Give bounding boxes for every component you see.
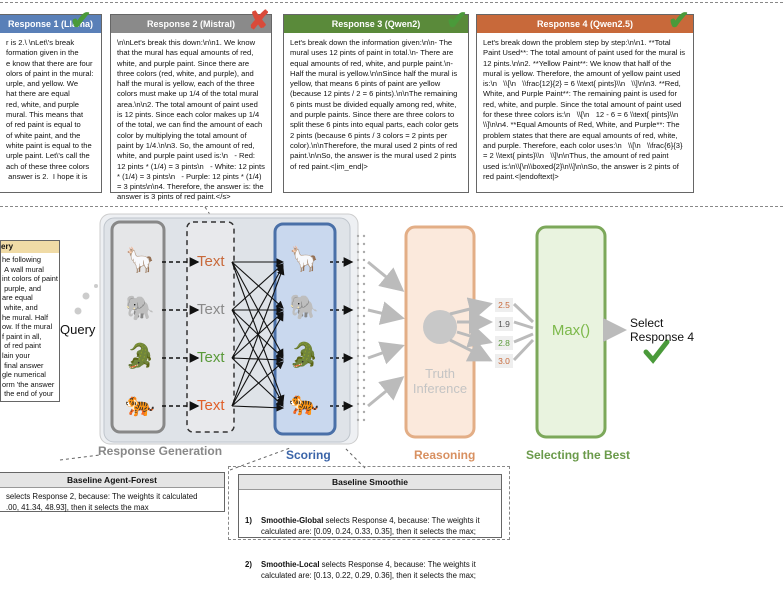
tiger-icon: 🐅 — [289, 390, 319, 417]
section-label-response-generation: Response Generation — [98, 444, 223, 458]
section-label-selecting: Selecting the Best — [526, 448, 631, 462]
dot — [74, 307, 82, 315]
baseline-agent-forest-box: Baseline Agent-Forest selects Response 2… — [0, 472, 225, 512]
response-title: Response 4 (Qwen2.5) — [477, 15, 693, 33]
score-badge: 1.9 — [495, 317, 513, 331]
response-text: Let's break down the problem step by ste… — [483, 38, 688, 181]
response-card-4: Response 4 (Qwen2.5) Let's break down th… — [476, 14, 694, 193]
llama-icon: 🦙 — [289, 246, 319, 273]
score-badge: 2.8 — [495, 336, 513, 350]
response-title: Response 1 (Llama) — [0, 15, 101, 33]
check-icon: ✔ — [446, 5, 468, 35]
response-card-2: Response 2 (Mistral) \n\nLet's break thi… — [110, 14, 272, 201]
score-badge: 2.5 — [495, 298, 513, 312]
pipeline-diagram — [59, 206, 670, 471]
dot — [94, 284, 98, 288]
list-item: 1) Smoothie-Global selects Response 4, b… — [245, 515, 495, 537]
tiger-icon: 🐅 — [125, 391, 155, 418]
baseline-title: Baseline Agent-Forest — [0, 473, 224, 488]
crocodile-icon: 🐊 — [125, 343, 155, 370]
baseline-text: selects Response 2, because: The weights… — [6, 492, 198, 512]
connector-line — [344, 447, 366, 469]
text-label: Text — [197, 301, 225, 318]
section-label-scoring: Scoring — [286, 448, 331, 462]
text-label: Text — [197, 397, 225, 414]
text-label: Text — [197, 349, 225, 366]
inference-node — [423, 310, 457, 344]
cross-icon: ✘ — [248, 5, 270, 35]
check-icon: ✔ — [70, 5, 92, 35]
item-text: Smoothie-Global selects Response 4, beca… — [261, 515, 480, 537]
query-box-text: he following A wall mural int colors of … — [2, 255, 58, 399]
cross-arrows — [231, 258, 285, 412]
baseline-title: Baseline Smoothie — [239, 475, 501, 490]
dot-column — [356, 234, 366, 422]
response-card-1: Response 1 (Llama) r is 2.\ \nLet\'s bre… — [0, 14, 102, 193]
baseline-smoothie-box: Baseline Smoothie 1) Smoothie-Global sel… — [238, 474, 502, 580]
response-title: Response 2 (Mistral) — [111, 15, 271, 33]
connector-line — [59, 454, 101, 461]
llama-icon: 🦙 — [125, 247, 155, 274]
crocodile-icon: 🐊 — [289, 342, 319, 369]
check-icon — [643, 339, 670, 364]
elephant-icon: 🐘 — [289, 294, 319, 321]
query-label: Query — [60, 322, 96, 337]
responses-panel — [0, 2, 783, 207]
response-generation-box — [110, 220, 166, 434]
response-text: r is 2.\ \nLet\'s break formation given … — [6, 38, 94, 181]
item-number: 1) — [245, 516, 252, 525]
connector-line — [229, 447, 291, 471]
item-desc: selects Response 4, because: The weights… — [261, 516, 480, 536]
item-name: Smoothie-Global — [261, 516, 324, 525]
score-badge: 3.0 — [495, 354, 513, 368]
elephant-icon: 🐘 — [125, 295, 155, 322]
query-box: ery he following A wall mural int colors… — [0, 240, 60, 402]
select-label: Select Response 4 — [630, 316, 695, 344]
response-text: \n\nLet's break this down:\n\n1. We know… — [117, 38, 268, 202]
dot — [82, 292, 90, 300]
max-label: Max() — [551, 322, 591, 339]
list-item: 2) Smoothie-Local selects Response 4, be… — [245, 559, 495, 581]
check-icon: ✔ — [668, 5, 690, 35]
response-text: Let's break down the information given:\… — [290, 38, 461, 171]
item-number: 2) — [245, 560, 252, 569]
response-card-3: Response 3 (Qwen2) Let's break down the … — [283, 14, 469, 193]
item-name: Smoothie-Local — [261, 560, 320, 569]
section-label-reasoning: Reasoning — [414, 448, 476, 462]
text-label: Text — [197, 253, 225, 270]
smoothie-list: 1) Smoothie-Global selects Response 4, b… — [239, 490, 501, 603]
item-text: Smoothie-Local selects Response 4, becau… — [261, 559, 476, 581]
response-title: Response 3 (Qwen2) — [284, 15, 468, 33]
text-box — [186, 221, 235, 433]
truth-inference-label: Truth Inference — [412, 366, 468, 396]
query-box-title: ery — [1, 241, 59, 253]
